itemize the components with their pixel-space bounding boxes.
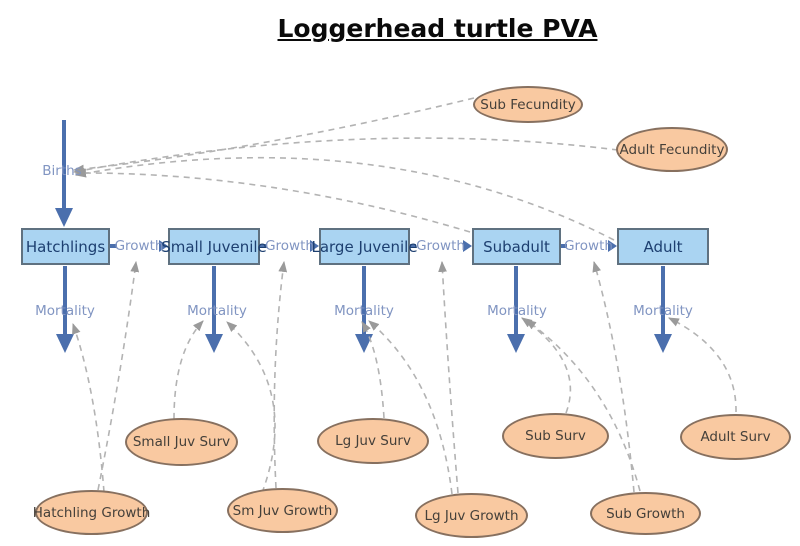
- converter-hatchling-growth[interactable]: Hatchling Growth: [32, 490, 151, 535]
- flow-label-mortality-5[interactable]: Mortality: [633, 303, 693, 319]
- growth-arrowhead-icon-1: [159, 240, 168, 252]
- connector-lg-juv-growth-to-growth3[interactable]: [438, 260, 459, 494]
- converter-label: Sub Fecundity: [480, 96, 576, 113]
- connector-sub-surv-to-mortality4[interactable]: [521, 317, 572, 414]
- converter-adult-fecundity[interactable]: Adult Fecundity: [616, 127, 728, 172]
- connector-lg-juv-surv-to-mortality3[interactable]: [361, 321, 385, 419]
- converter-sub-fecundity[interactable]: Sub Fecundity: [473, 86, 583, 123]
- flow-label-mortality-1[interactable]: Mortality: [35, 303, 95, 319]
- flow-label-mortality-2[interactable]: Mortality: [187, 303, 247, 319]
- growth-arrowhead-icon-4: [608, 240, 617, 252]
- diagram-title: Loggerhead turtle PVA: [277, 14, 598, 43]
- converter-lg-juv-growth[interactable]: Lg Juv Growth: [415, 493, 528, 538]
- mortality-arrowhead-icon-small-juvenile: [205, 334, 223, 353]
- converter-label: Sm Juv Growth: [232, 502, 333, 519]
- stock-label: Subadult: [483, 237, 550, 256]
- connector-sub-fecundity-to-births[interactable]: [72, 97, 475, 174]
- converter-sub-surv[interactable]: Sub Surv: [502, 413, 609, 459]
- converter-sm-juv-growth[interactable]: Sm Juv Growth: [227, 488, 338, 533]
- stock-hatchlings[interactable]: Hatchlings: [21, 228, 110, 265]
- stock-label: Adult: [643, 237, 683, 256]
- converter-label: Adult Surv: [700, 429, 771, 445]
- flow-label-births[interactable]: Births: [42, 163, 82, 179]
- flow-label-growth-1[interactable]: Growth: [114, 238, 164, 254]
- connector-hatchling-growth-to-mortality1[interactable]: [72, 322, 105, 493]
- converter-small-juv-surv[interactable]: Small Juv Surv: [125, 418, 238, 466]
- converter-label: Hatchling Growth: [32, 504, 151, 521]
- stock-label: Hatchlings: [25, 237, 106, 256]
- connector-adult-to-births[interactable]: [74, 156, 615, 241]
- mortality-arrowhead-icon-large-juvenile: [355, 334, 373, 353]
- converter-label: Lg Juv Surv: [335, 433, 411, 449]
- mortality-arrowhead-icon-subadult: [507, 334, 525, 353]
- connector-lg-juv-growth-to-mortality3[interactable]: [368, 320, 453, 495]
- stock-adult[interactable]: Adult: [617, 228, 709, 265]
- converter-label: Small Juv Surv: [132, 434, 231, 450]
- converter-adult-surv[interactable]: Adult Surv: [680, 414, 791, 460]
- stock-subadult[interactable]: Subadult: [472, 228, 561, 265]
- converter-label: Sub Growth: [606, 505, 685, 522]
- mortality-arrowhead-icon-adult: [654, 334, 672, 353]
- converter-sub-growth[interactable]: Sub Growth: [590, 492, 701, 535]
- growth-arrowhead-icon-3: [463, 240, 472, 252]
- connector-sm-juv-growth-to-mortality2[interactable]: [226, 321, 276, 494]
- connector-hatchling-growth-to-growth1[interactable]: [97, 260, 140, 491]
- stock-label: Small Juvenile: [161, 237, 267, 256]
- stock-small-juvenile[interactable]: Small Juvenile: [161, 228, 267, 265]
- connector-subadult-to-births[interactable]: [74, 168, 471, 233]
- converter-label: Lg Juv Growth: [424, 507, 519, 524]
- flow-label-mortality-3[interactable]: Mortality: [334, 303, 394, 319]
- connector-adult-fecundity-to-births[interactable]: [72, 137, 619, 175]
- converter-lg-juv-surv[interactable]: Lg Juv Surv: [317, 418, 429, 464]
- converter-label: Adult Fecundity: [619, 141, 725, 158]
- mortality-arrowhead-icon-hatchlings: [56, 334, 74, 353]
- converter-label: Sub Surv: [525, 428, 586, 444]
- flow-label-growth-4[interactable]: Growth: [564, 238, 613, 254]
- connector-sub-growth-to-growth4[interactable]: [592, 260, 635, 493]
- connector-small-juv-surv-to-mortality2[interactable]: [173, 320, 204, 420]
- births-flow-arrowhead-icon: [55, 208, 73, 227]
- connector-sub-growth-to-mortality4[interactable]: [525, 319, 641, 492]
- flow-label-growth-3[interactable]: Growth: [416, 238, 465, 254]
- stock-large-juvenile[interactable]: Large Juvenile: [311, 228, 418, 265]
- stock-label: Large Juvenile: [311, 237, 418, 256]
- connector-sm-juv-growth-to-growth2[interactable]: [273, 260, 288, 489]
- growth-arrowhead-icon-2: [310, 240, 319, 252]
- flow-label-mortality-4[interactable]: Mortality: [487, 303, 547, 319]
- connector-adult-surv-to-mortality5[interactable]: [668, 317, 737, 413]
- flow-label-growth-2[interactable]: Growth: [265, 238, 314, 254]
